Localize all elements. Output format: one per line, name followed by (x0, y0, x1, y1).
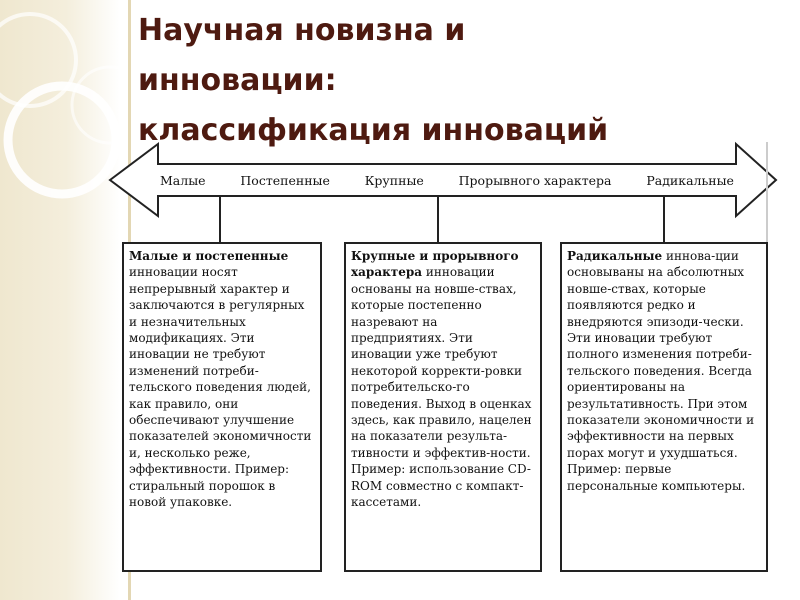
scale-label-gradual: Постепенные (240, 172, 330, 188)
column-text: Крупные и прорывного характера инновации… (351, 248, 535, 511)
column-small-gradual: Малые и постепенные инновации носят непр… (122, 242, 322, 572)
double-arrow (108, 141, 778, 219)
classification-figure: Малые Постепенные Крупные Прорывного хар… (108, 140, 778, 580)
column-lead: Радикальные (567, 249, 663, 263)
column-text: Радикальные иннова-ции основываны на абс… (567, 248, 761, 494)
column-text: Малые и постепенные инновации носят непр… (129, 248, 315, 511)
scale-label-small: Малые (160, 172, 206, 188)
slide-title: Научная новизна и инновации: классификац… (138, 6, 778, 156)
decorative-circles (0, 12, 130, 199)
title-line: Научная новизна и (138, 13, 466, 48)
scale-label-radical: Радикальные (646, 172, 734, 188)
column-lead: Крупные и прорывного характера (351, 249, 519, 280)
column-body: иннова-ции основываны на абсолютных новш… (567, 249, 755, 493)
column-radical: Радикальные иннова-ции основываны на абс… (560, 242, 768, 572)
column-large-breakthrough: Крупные и прорывного характера инновации… (344, 242, 542, 572)
double-arrow-diagram (108, 141, 778, 242)
title-line: классификация инноваций (138, 113, 609, 148)
scale-label-breakthrough: Прорывного характера (458, 172, 612, 188)
column-body: инновации основаны на новше-ствах, котор… (351, 265, 532, 510)
scale-label-large: Крупные (364, 172, 424, 188)
column-lead: Малые и постепенные (129, 249, 289, 263)
column-body: инновации носят непрерывный характер и з… (129, 265, 312, 510)
title-line: инновации: (138, 63, 337, 98)
scale-labels: Малые Постепенные Крупные Прорывного хар… (160, 170, 734, 190)
